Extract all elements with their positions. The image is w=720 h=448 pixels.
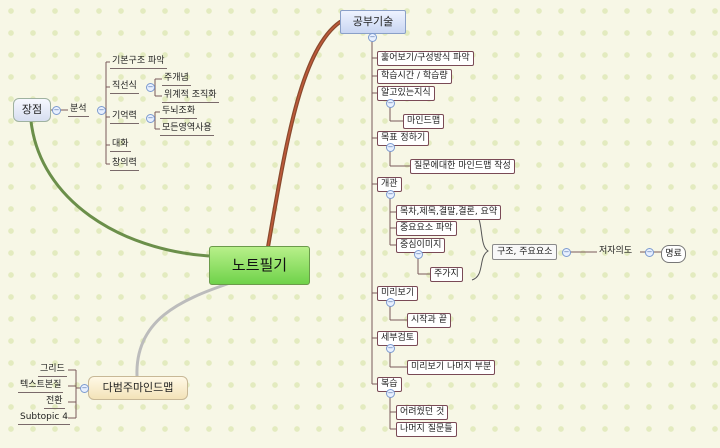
collapse-toggle-icon[interactable]: − xyxy=(645,248,654,257)
topic-key-elements[interactable]: 중요요소 파악 xyxy=(396,221,457,236)
topic-memory[interactable]: 기억력 xyxy=(110,110,139,124)
topic-linear[interactable]: 직선식 xyxy=(110,80,139,94)
topic-clarity[interactable]: 명료 xyxy=(661,245,686,263)
collapse-toggle-icon[interactable]: − xyxy=(386,344,395,353)
topic-author-intent[interactable]: 저자의도 xyxy=(599,246,633,256)
main-topic-study-skills[interactable]: 공부기술 xyxy=(340,10,406,34)
topic-skim[interactable]: 훑어보기/구성방식 파악 xyxy=(377,51,474,66)
topic-question-mindmap[interactable]: 질문에대한 마인드맵 작성 xyxy=(410,159,515,174)
main-topic-strength[interactable]: 장점 xyxy=(13,98,51,122)
topic-study-time[interactable]: 학습시간 / 학습량 xyxy=(377,69,452,84)
topic-subtopic-4[interactable]: Subtopic 4 xyxy=(18,411,70,425)
collapse-toggle-icon[interactable]: − xyxy=(368,33,377,42)
topic-mindmap[interactable]: 마인드맵 xyxy=(403,114,445,129)
collapse-toggle-icon[interactable]: − xyxy=(562,248,571,257)
topic-toc[interactable]: 목차,제목,결말,결론, 요약 xyxy=(396,205,502,220)
topic-prior-knowledge[interactable]: 알고있는지식 xyxy=(377,86,435,101)
topic-all-areas[interactable]: 모든영역사용 xyxy=(160,122,214,136)
topic-hierarchy[interactable]: 위계적 조직화 xyxy=(162,89,219,103)
topic-text-essence[interactable]: 텍스트본질 xyxy=(18,379,64,393)
topic-goal[interactable]: 목표 정하기 xyxy=(377,131,430,146)
collapse-toggle-icon[interactable]: − xyxy=(52,106,61,115)
collapse-toggle-icon[interactable]: − xyxy=(386,99,395,108)
topic-detailed-review[interactable]: 세부검토 xyxy=(377,331,419,346)
collapse-toggle-icon[interactable]: − xyxy=(386,389,395,398)
collapse-toggle-icon[interactable]: − xyxy=(146,83,155,92)
topic-creativity[interactable]: 창의력 xyxy=(110,157,139,171)
collapse-toggle-icon[interactable]: − xyxy=(414,250,423,259)
topic-hard-parts[interactable]: 어려웠던 것 xyxy=(396,405,449,420)
collapse-toggle-icon[interactable]: − xyxy=(386,190,395,199)
collapse-toggle-icon[interactable]: − xyxy=(97,106,106,115)
topic-analysis[interactable]: 분석 xyxy=(68,103,89,117)
topic-structure[interactable]: 구조, 주요요소 xyxy=(492,244,558,260)
topic-basic-structure[interactable]: 기본구조 파악 xyxy=(110,55,167,69)
topic-preview[interactable]: 미리보기 xyxy=(377,286,419,301)
collapse-toggle-icon[interactable]: − xyxy=(386,298,395,307)
topic-brain-harmony[interactable]: 두뇌조화 xyxy=(160,105,198,119)
topic-main-concept[interactable]: 주개념 xyxy=(162,72,191,86)
topic-grid[interactable]: 그리드 xyxy=(38,363,67,377)
topic-rest-preview[interactable]: 미리보기 나머지 부분 xyxy=(407,360,496,375)
main-topic-multi-category-mindmap[interactable]: 다범주마인드맵 xyxy=(88,376,188,400)
topic-switch[interactable]: 전환 xyxy=(44,395,65,409)
topic-start-end[interactable]: 시작과 끝 xyxy=(407,313,451,328)
topic-remaining-questions[interactable]: 나머지 질문들 xyxy=(396,422,457,437)
collapse-toggle-icon[interactable]: − xyxy=(146,114,155,123)
topic-dialogue[interactable]: 대화 xyxy=(110,138,131,152)
topic-main-branches[interactable]: 주가지 xyxy=(430,267,463,282)
collapse-toggle-icon[interactable]: − xyxy=(386,143,395,152)
collapse-toggle-icon[interactable]: − xyxy=(80,384,89,393)
central-topic[interactable]: 노트필기 xyxy=(209,246,310,285)
